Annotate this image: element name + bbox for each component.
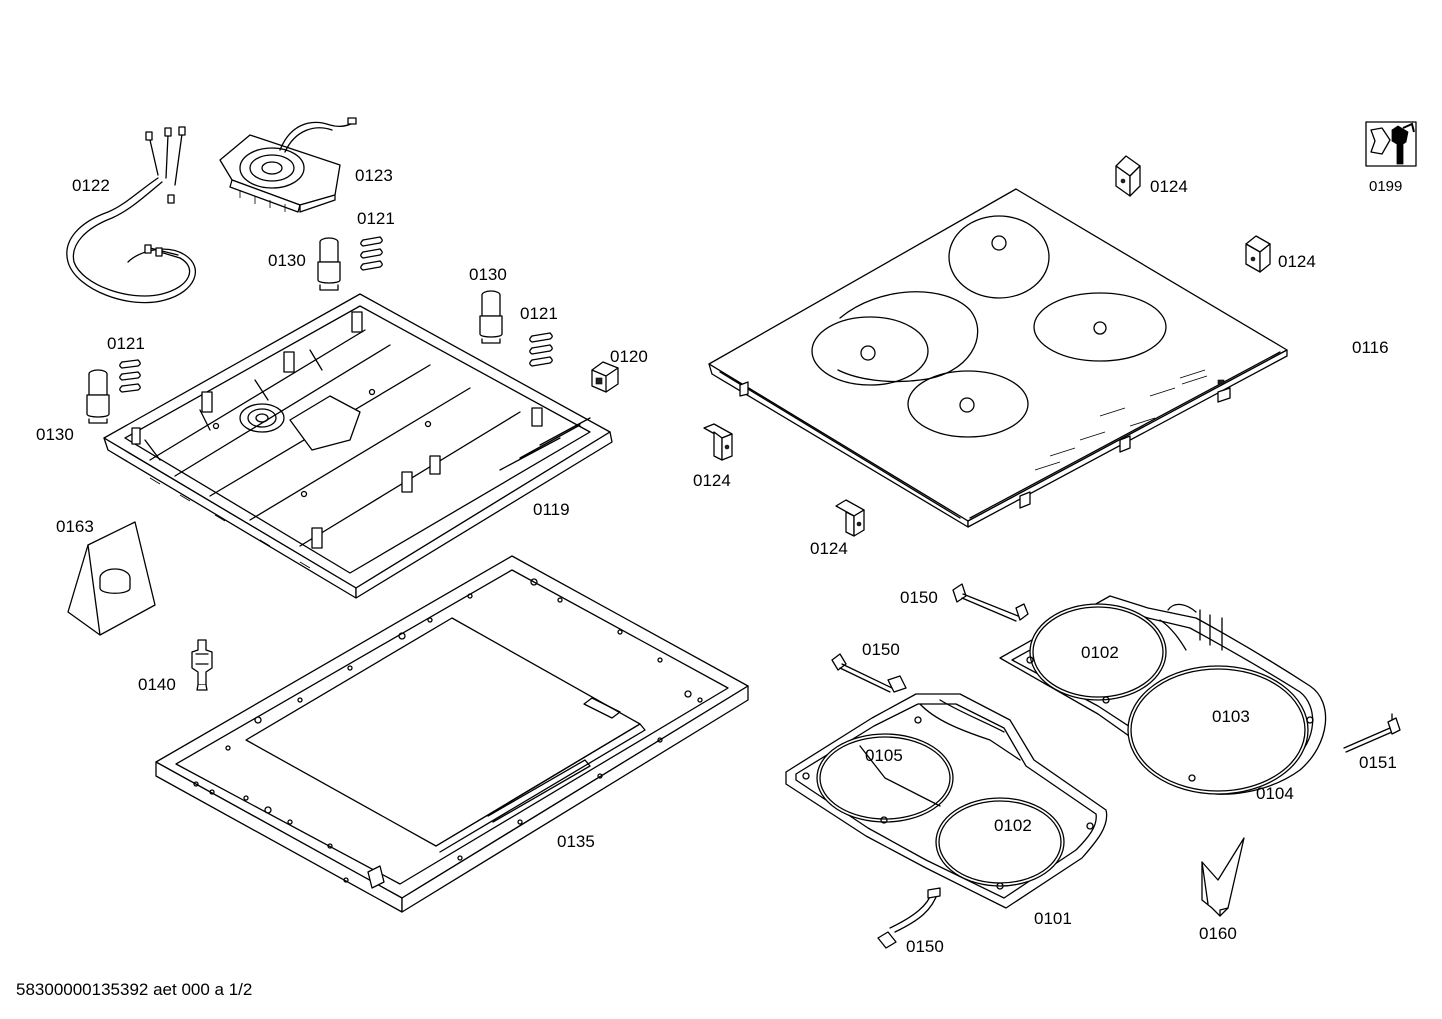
glass-ceramic-top-part[interactable] bbox=[708, 188, 1288, 528]
bracket-part-b[interactable] bbox=[1245, 235, 1271, 273]
label-0130-a[interactable]: 0130 bbox=[268, 251, 306, 270]
frame-part[interactable] bbox=[155, 555, 749, 913]
label-0124-d[interactable]: 0124 bbox=[810, 539, 848, 558]
label-0135[interactable]: 0135 bbox=[557, 832, 595, 851]
bracket-part-c[interactable] bbox=[703, 423, 733, 461]
label-0123[interactable]: 0123 bbox=[355, 166, 393, 185]
cap-part[interactable] bbox=[67, 521, 156, 636]
label-0124-c[interactable]: 0124 bbox=[693, 471, 731, 490]
temp-sensor-part-b[interactable] bbox=[831, 653, 907, 693]
part-labels: 0122 0123 0121 0130 0130 0121 0121 0120 … bbox=[36, 166, 1402, 956]
label-0140[interactable]: 0140 bbox=[138, 675, 176, 694]
foot-part-c[interactable] bbox=[86, 369, 110, 424]
foot-part-b[interactable] bbox=[479, 290, 503, 344]
spring-part-a[interactable] bbox=[360, 236, 383, 271]
shield-bracket-part[interactable] bbox=[1201, 837, 1245, 917]
label-0163[interactable]: 0163 bbox=[56, 517, 94, 536]
label-0101[interactable]: 0101 bbox=[1034, 909, 1072, 928]
label-0122[interactable]: 0122 bbox=[72, 176, 110, 195]
bracket-part-a[interactable] bbox=[1115, 155, 1141, 197]
label-0199[interactable]: 0199 bbox=[1369, 178, 1402, 195]
temp-sensor-part-c[interactable] bbox=[877, 887, 941, 949]
temp-sensor-part-a[interactable] bbox=[952, 583, 1029, 622]
lower-housing-part[interactable] bbox=[103, 293, 613, 599]
document-code: 58300000135392 aet 000 a 1/2 bbox=[16, 980, 253, 999]
service-tool-icon bbox=[1365, 121, 1417, 167]
label-0102-b[interactable]: 0102 bbox=[994, 816, 1032, 835]
label-0121-c[interactable]: 0121 bbox=[107, 334, 145, 353]
label-0130-b[interactable]: 0130 bbox=[469, 265, 507, 284]
label-0102-a[interactable]: 0102 bbox=[1081, 643, 1119, 662]
label-0150-a[interactable]: 0150 bbox=[900, 588, 938, 607]
sensor-strip-part[interactable] bbox=[1343, 713, 1401, 753]
connector-part[interactable] bbox=[591, 361, 619, 393]
label-0121-a[interactable]: 0121 bbox=[357, 209, 395, 228]
label-0150-c[interactable]: 0150 bbox=[906, 937, 944, 956]
label-0130-c[interactable]: 0130 bbox=[36, 425, 74, 444]
label-0121-b[interactable]: 0121 bbox=[520, 304, 558, 323]
fan-part[interactable] bbox=[219, 117, 357, 213]
bracket-part-d[interactable] bbox=[835, 499, 865, 537]
coil-carrier-part[interactable] bbox=[999, 595, 1327, 795]
label-0116[interactable]: 0116 bbox=[1352, 338, 1389, 357]
label-0151[interactable]: 0151 bbox=[1359, 753, 1397, 772]
label-0105[interactable]: 0105 bbox=[865, 746, 903, 765]
label-0124-a[interactable]: 0124 bbox=[1150, 177, 1188, 196]
mains-cable-part[interactable] bbox=[66, 126, 197, 304]
spring-part-b[interactable] bbox=[529, 332, 553, 367]
label-0104[interactable]: 0104 bbox=[1256, 784, 1294, 803]
coil-carrier-base-part[interactable] bbox=[785, 693, 1108, 909]
label-0103[interactable]: 0103 bbox=[1212, 707, 1250, 726]
label-0124-b[interactable]: 0124 bbox=[1278, 252, 1316, 271]
label-0160[interactable]: 0160 bbox=[1199, 924, 1237, 943]
foot-part-a[interactable] bbox=[317, 237, 341, 291]
spring-part-c[interactable] bbox=[119, 359, 141, 393]
label-0119[interactable]: 0119 bbox=[533, 500, 570, 519]
clip-part[interactable] bbox=[191, 639, 213, 691]
label-0120[interactable]: 0120 bbox=[610, 347, 648, 366]
label-0150-b[interactable]: 0150 bbox=[862, 640, 900, 659]
